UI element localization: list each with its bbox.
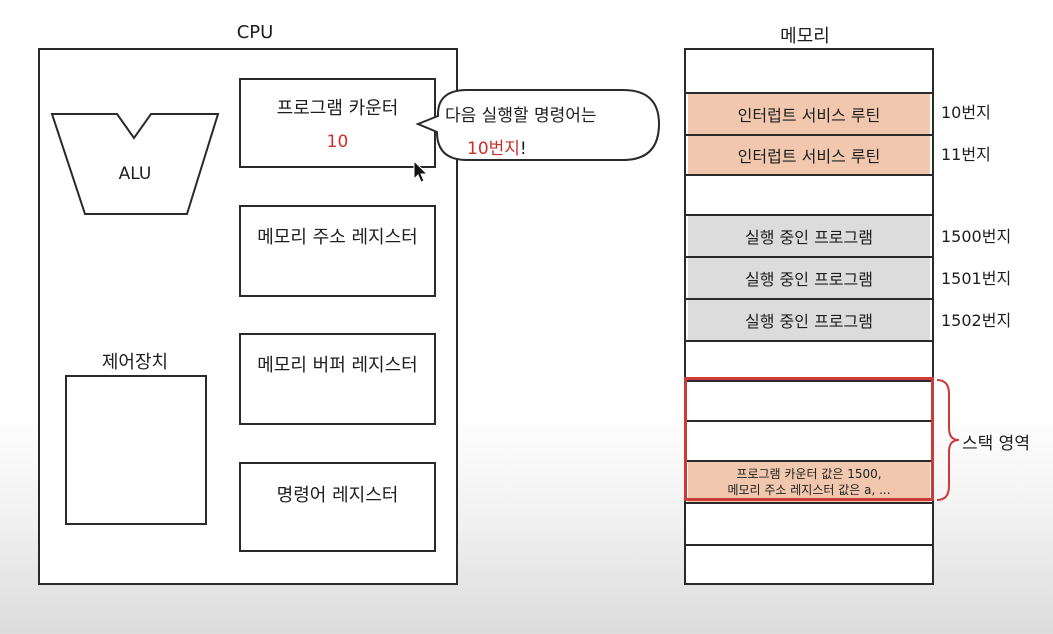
memory-address-label: 10번지	[941, 103, 991, 122]
program-counter-register: 프로그램 카운터 10	[239, 78, 436, 168]
mouse-cursor-icon	[413, 160, 429, 183]
memory-address-register-label: 메모리 주소 레지스터	[257, 227, 418, 248]
memory-cell: 실행 중인 프로그램	[688, 216, 930, 256]
memory-address-register: 메모리 주소 레지스터	[239, 205, 436, 297]
memory-cell: 실행 중인 프로그램	[688, 300, 930, 340]
memory-address-label: 11번지	[941, 145, 991, 164]
callout-highlight: 10번지	[467, 139, 520, 159]
program-counter-value: 10	[326, 132, 349, 152]
callout-line2: 10번지!	[467, 134, 647, 159]
instruction-register-label: 명령어 레지스터	[276, 485, 399, 506]
memory-title: 메모리	[780, 26, 830, 47]
memory-cell-text: 인터럽트 서비스 루틴	[737, 106, 881, 125]
speech-bubble	[415, 89, 661, 161]
alu-shape	[50, 113, 220, 215]
stack-region-highlight	[684, 377, 934, 501]
memory-cell-text: 실행 중인 프로그램	[745, 270, 873, 289]
stack-region-label: 스택 영역	[962, 434, 1030, 454]
callout-suffix: !	[519, 139, 527, 159]
instruction-register: 명령어 레지스터	[239, 462, 436, 552]
memory-frame: 인터럽트 서비스 루틴 인터럽트 서비스 루틴 실행 중인 프로그램 실행 중인…	[684, 48, 934, 585]
memory-cell: 실행 중인 프로그램	[688, 258, 930, 298]
memory-cell-text: 인터럽트 서비스 루틴	[737, 147, 881, 166]
stack-saved-line2: 메모리 주소 레지스터 값은 a, ...	[727, 483, 891, 497]
control-unit-box	[65, 375, 207, 525]
callout-line1: 다음 실행할 명령어는	[445, 106, 597, 126]
memory-address-label: 1500번지	[941, 227, 1012, 246]
stack-saved-line1: 프로그램 카운터 값은 1500,	[736, 467, 882, 481]
cpu-title: CPU	[236, 22, 274, 43]
memory-cell: 인터럽트 서비스 루틴	[688, 94, 930, 134]
program-counter-label: 프로그램 카운터	[276, 98, 399, 119]
memory-address-label: 1502번지	[941, 311, 1012, 330]
control-unit-label: 제어장치	[101, 352, 169, 373]
alu-label: ALU	[118, 164, 152, 184]
memory-cell-text: 실행 중인 프로그램	[745, 312, 873, 331]
memory-cell: 인터럽트 서비스 루틴	[688, 136, 930, 174]
memory-buffer-register: 메모리 버퍼 레지스터	[239, 333, 436, 425]
stack-saved-context-cell: 프로그램 카운터 값은 1500, 메모리 주소 레지스터 값은 a, ...	[688, 462, 930, 502]
memory-address-label: 1501번지	[941, 269, 1012, 288]
stack-brace	[936, 379, 960, 501]
memory-cell-text: 실행 중인 프로그램	[745, 228, 873, 247]
memory-buffer-register-label: 메모리 버퍼 레지스터	[257, 355, 418, 376]
